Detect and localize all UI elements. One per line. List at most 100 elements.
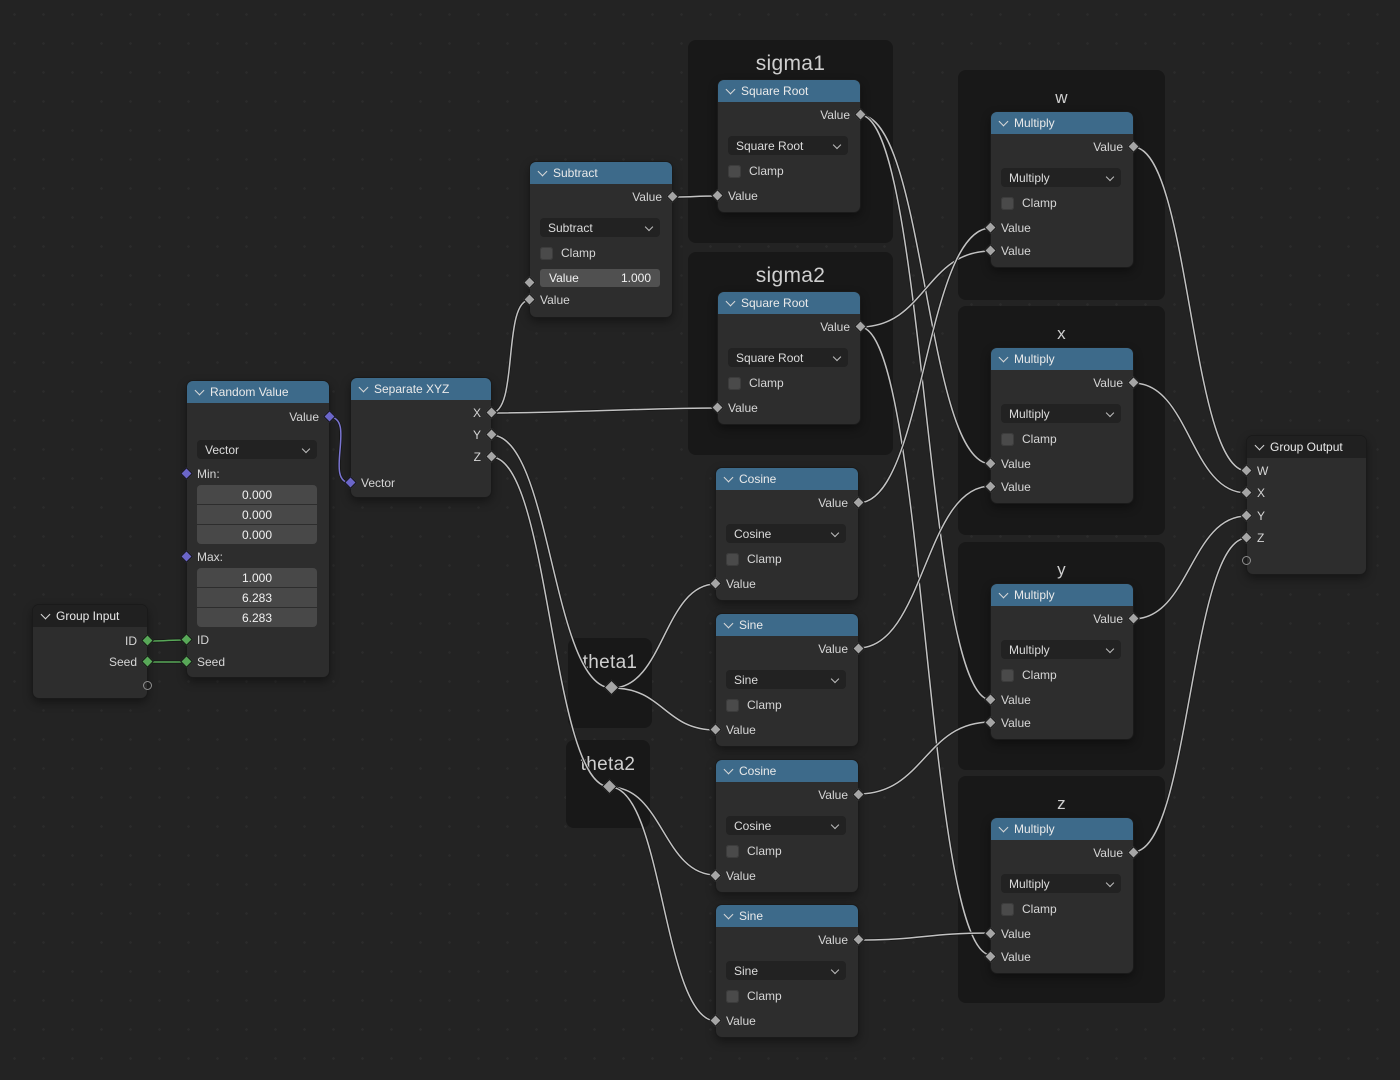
max-input-socket[interactable] [180,550,193,563]
operation-dropdown[interactable]: Multiply [1001,874,1121,893]
max-y-field[interactable]: 6.283 [197,588,317,607]
clamp-checkbox[interactable] [1001,432,1014,446]
min-y-field[interactable]: 0.000 [197,505,317,524]
seed-output-socket[interactable] [141,655,154,668]
value-input-socket[interactable] [709,577,722,590]
operation-dropdown[interactable]: Multiply [1001,168,1121,187]
z-input-socket[interactable] [1240,531,1253,544]
value-input-socket[interactable] [709,869,722,882]
square-root-2-node[interactable]: Square Root Value Square Root Clamp Valu… [711,292,867,424]
value-number-field[interactable]: Value 1.000 [540,269,660,287]
collapse-chevron-icon[interactable] [194,385,205,396]
collapse-chevron-icon[interactable] [998,116,1009,127]
cosine-2-node[interactable]: Cosine Value Cosine Clamp Value [709,760,865,892]
multiply-header[interactable]: Multiply [991,584,1133,606]
square-root-header[interactable]: Square Root [718,292,860,314]
operation-dropdown[interactable]: Subtract [540,218,660,237]
cosine-header[interactable]: Cosine [716,468,858,490]
collapse-chevron-icon[interactable] [723,618,734,629]
operation-dropdown[interactable]: Sine [726,670,846,689]
operation-dropdown[interactable]: Multiply [1001,404,1121,423]
sine-2-node[interactable]: Sine Value Sine Clamp Value [709,905,865,1037]
operation-dropdown[interactable]: Square Root [728,348,848,367]
value-output-socket[interactable] [323,410,336,423]
value2-input-socket[interactable] [523,293,536,306]
x-input-socket[interactable] [1240,486,1253,499]
value-output-socket[interactable] [852,642,865,655]
group-output-node[interactable]: Group Output W X Y Z [1240,436,1366,574]
collapse-chevron-icon[interactable] [40,609,51,620]
cosine-1-node[interactable]: Cosine Value Cosine Clamp Value [709,468,865,600]
min-x-field[interactable]: 0.000 [197,485,317,504]
clamp-checkbox[interactable] [726,698,739,712]
collapse-chevron-icon[interactable] [723,764,734,775]
collapse-chevron-icon[interactable] [725,296,736,307]
operation-dropdown[interactable]: Cosine [726,524,846,543]
value-output-socket[interactable] [852,933,865,946]
square-root-1-node[interactable]: Square Root Value Square Root Clamp Valu… [711,80,867,212]
clamp-checkbox[interactable] [726,844,739,858]
max-z-field[interactable]: 6.283 [197,608,317,627]
clamp-checkbox[interactable] [1001,668,1014,682]
multiply-header[interactable]: Multiply [991,818,1133,840]
operation-dropdown[interactable]: Square Root [728,136,848,155]
virtual-output-socket[interactable] [143,681,152,690]
collapse-chevron-icon[interactable] [358,382,369,393]
y-output-socket[interactable] [485,428,498,441]
collapse-chevron-icon[interactable] [998,822,1009,833]
clamp-checkbox[interactable] [540,246,553,260]
group-output-header[interactable]: Group Output [1247,436,1366,458]
collapse-chevron-icon[interactable] [537,166,548,177]
min-input-socket[interactable] [180,467,193,480]
value-output-socket[interactable] [852,496,865,509]
multiply-header[interactable]: Multiply [991,112,1133,134]
value-input-socket[interactable] [709,1014,722,1027]
data-type-dropdown[interactable]: Vector [197,440,317,459]
collapse-chevron-icon[interactable] [998,352,1009,363]
operation-dropdown[interactable]: Cosine [726,816,846,835]
id-input-socket[interactable] [180,633,193,646]
clamp-checkbox[interactable] [1001,902,1014,916]
operation-dropdown[interactable]: Sine [726,961,846,980]
subtract-header[interactable]: Subtract [530,162,672,184]
sine-header[interactable]: Sine [716,905,858,927]
value-output-socket[interactable] [666,190,679,203]
multiply-z-node[interactable]: Multiply Value Multiply Clamp Value Valu… [984,818,1140,973]
collapse-chevron-icon[interactable] [725,84,736,95]
random-value-header[interactable]: Random Value [187,381,329,403]
value-input-socket[interactable] [709,723,722,736]
group-input-node[interactable]: Group Input ID Seed [33,605,154,698]
value1-input-socket[interactable] [523,276,536,289]
multiply-y-node[interactable]: Multiply Value Multiply Clamp Value Valu… [984,584,1140,739]
y-input-socket[interactable] [1240,509,1253,522]
square-root-header[interactable]: Square Root [718,80,860,102]
vector-input-socket[interactable] [344,476,357,489]
min-z-field[interactable]: 0.000 [197,525,317,544]
operation-dropdown[interactable]: Multiply [1001,640,1121,659]
id-output-socket[interactable] [141,634,154,647]
z-output-socket[interactable] [485,450,498,463]
clamp-checkbox[interactable] [726,989,739,1003]
collapse-chevron-icon[interactable] [723,472,734,483]
virtual-input-socket[interactable] [1242,556,1251,565]
max-x-field[interactable]: 1.000 [197,568,317,587]
multiply-header[interactable]: Multiply [991,348,1133,370]
w-input-socket[interactable] [1240,464,1253,477]
clamp-checkbox[interactable] [1001,196,1014,210]
subtract-node[interactable]: Subtract Value Subtract Clamp Value 1.00… [523,162,679,317]
multiply-x-node[interactable]: Multiply Value Multiply Clamp Value Valu… [984,348,1140,503]
clamp-checkbox[interactable] [728,164,741,178]
value-output-socket[interactable] [852,788,865,801]
clamp-checkbox[interactable] [726,552,739,566]
group-input-header[interactable]: Group Input [33,605,147,627]
random-value-node[interactable]: Random Value Value Vector Min: 0.000 0.0… [180,381,336,677]
separate-xyz-node[interactable]: Separate XYZ X Y Z Vector [344,378,498,497]
sine-1-node[interactable]: Sine Value Sine Clamp Value [709,614,865,746]
clamp-checkbox[interactable] [728,376,741,390]
multiply-w-node[interactable]: Multiply Value Multiply Clamp Value Valu… [984,112,1140,267]
collapse-chevron-icon[interactable] [998,588,1009,599]
cosine-header[interactable]: Cosine [716,760,858,782]
x-output-socket[interactable] [485,406,498,419]
seed-input-socket[interactable] [180,655,193,668]
collapse-chevron-icon[interactable] [1254,440,1265,451]
